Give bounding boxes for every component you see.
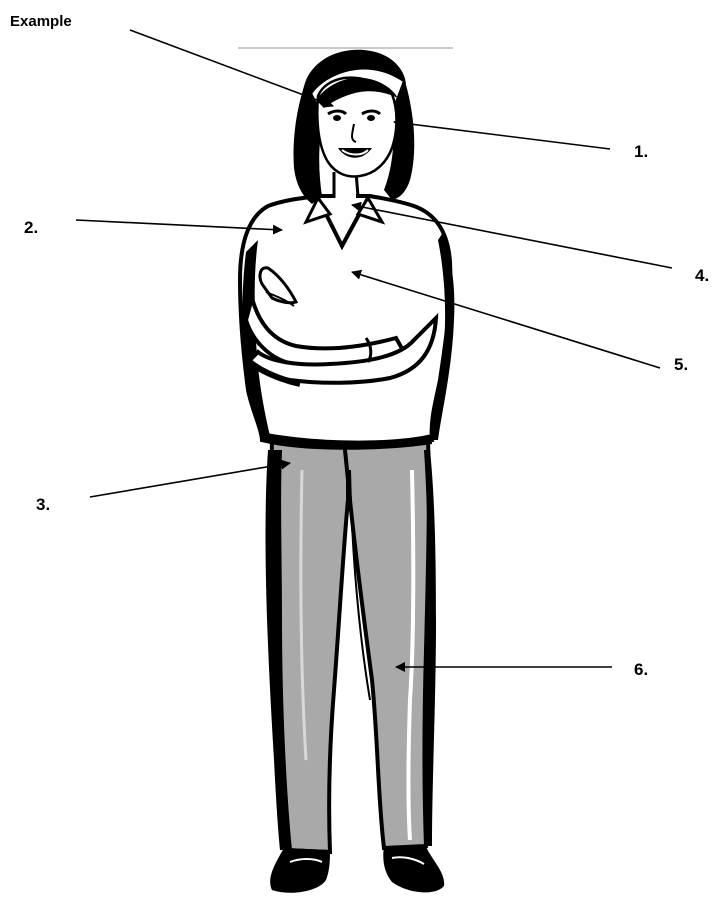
- pants: [266, 440, 436, 852]
- sweater: [240, 196, 454, 450]
- pants-right-leg: [344, 440, 429, 848]
- label-5: 5.: [674, 356, 688, 373]
- head: [294, 50, 415, 204]
- left-shoe: [270, 848, 330, 893]
- right-shoe: [383, 846, 444, 892]
- arrow-1: [394, 122, 610, 149]
- sweater-body: [240, 196, 450, 445]
- arrow-3: [90, 463, 290, 497]
- label-example: Example: [10, 14, 72, 29]
- label-4: 4.: [695, 267, 709, 284]
- label-3: 3.: [36, 496, 50, 513]
- label-1: 1.: [634, 143, 648, 160]
- shoes: [270, 846, 444, 893]
- label-2: 2.: [24, 219, 38, 236]
- arrow-example: [130, 30, 333, 106]
- label-6: 6.: [634, 661, 648, 678]
